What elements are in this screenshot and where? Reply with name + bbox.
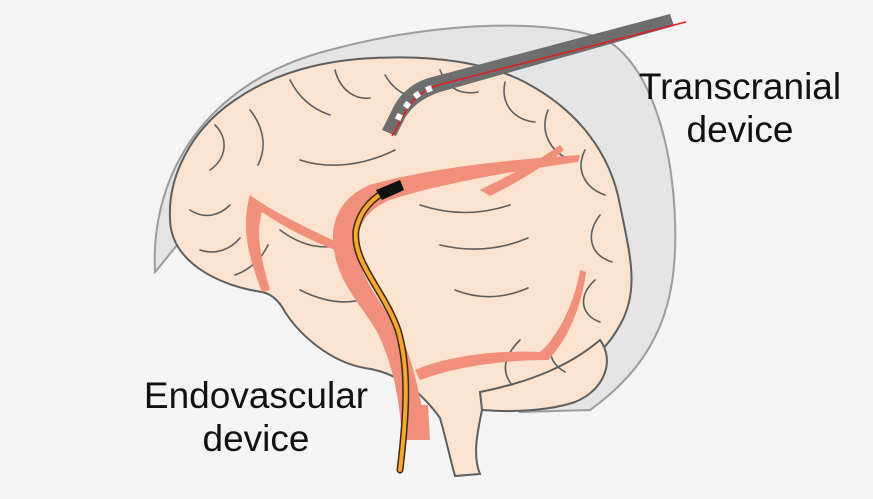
vessel-main-trunk [332,155,580,440]
probe-electrodes [395,85,433,121]
transcranial-label-line1: Transcranial [638,66,842,107]
catheter-tip [376,180,404,200]
probe-shaft [382,14,674,136]
endovascular-label-line2: device [202,417,310,459]
endovascular-catheter [352,180,410,474]
vessel-branch-upper-fork [480,145,564,196]
endovascular-device-label: Endovascular device [106,375,406,460]
transcranial-device-label: Transcranial device [620,66,860,151]
catheter-body [353,188,408,472]
vessel-branch-lower [415,270,586,380]
transcranial-probe [382,14,687,137]
endovascular-label-line1: Endovascular [143,375,369,416]
cerebellum [478,338,608,413]
transcranial-label-line2: device [686,108,794,150]
vessel-branch-anterior [245,195,335,292]
